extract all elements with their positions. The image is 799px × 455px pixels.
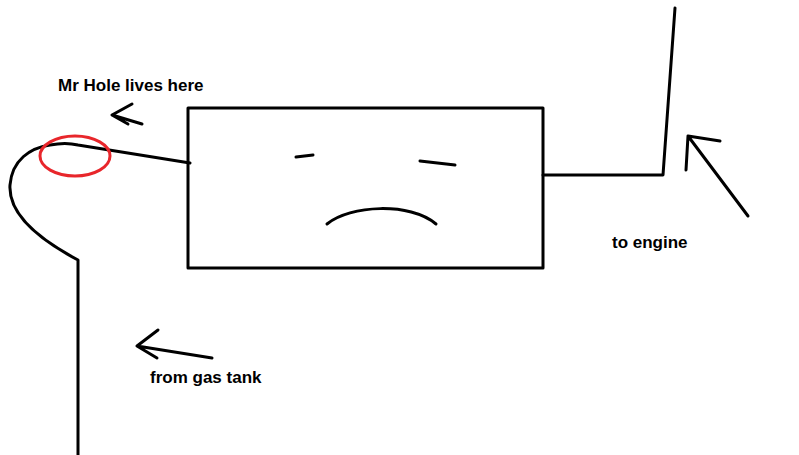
annotation-label: Mr Hole lives here (58, 76, 204, 96)
pointer-arrow (686, 136, 748, 216)
annotation-label: to engine (612, 233, 688, 253)
pointer-arrow (137, 330, 212, 358)
eyebrow (420, 161, 455, 165)
pointer-arrow (112, 104, 142, 124)
fuel-line (10, 144, 190, 455)
engine-line (543, 8, 675, 175)
hole-marker (40, 136, 110, 176)
sad-mouth (327, 209, 436, 224)
filter-box (188, 108, 543, 268)
annotation-label: from gas tank (150, 368, 261, 388)
eyebrow (296, 155, 313, 157)
